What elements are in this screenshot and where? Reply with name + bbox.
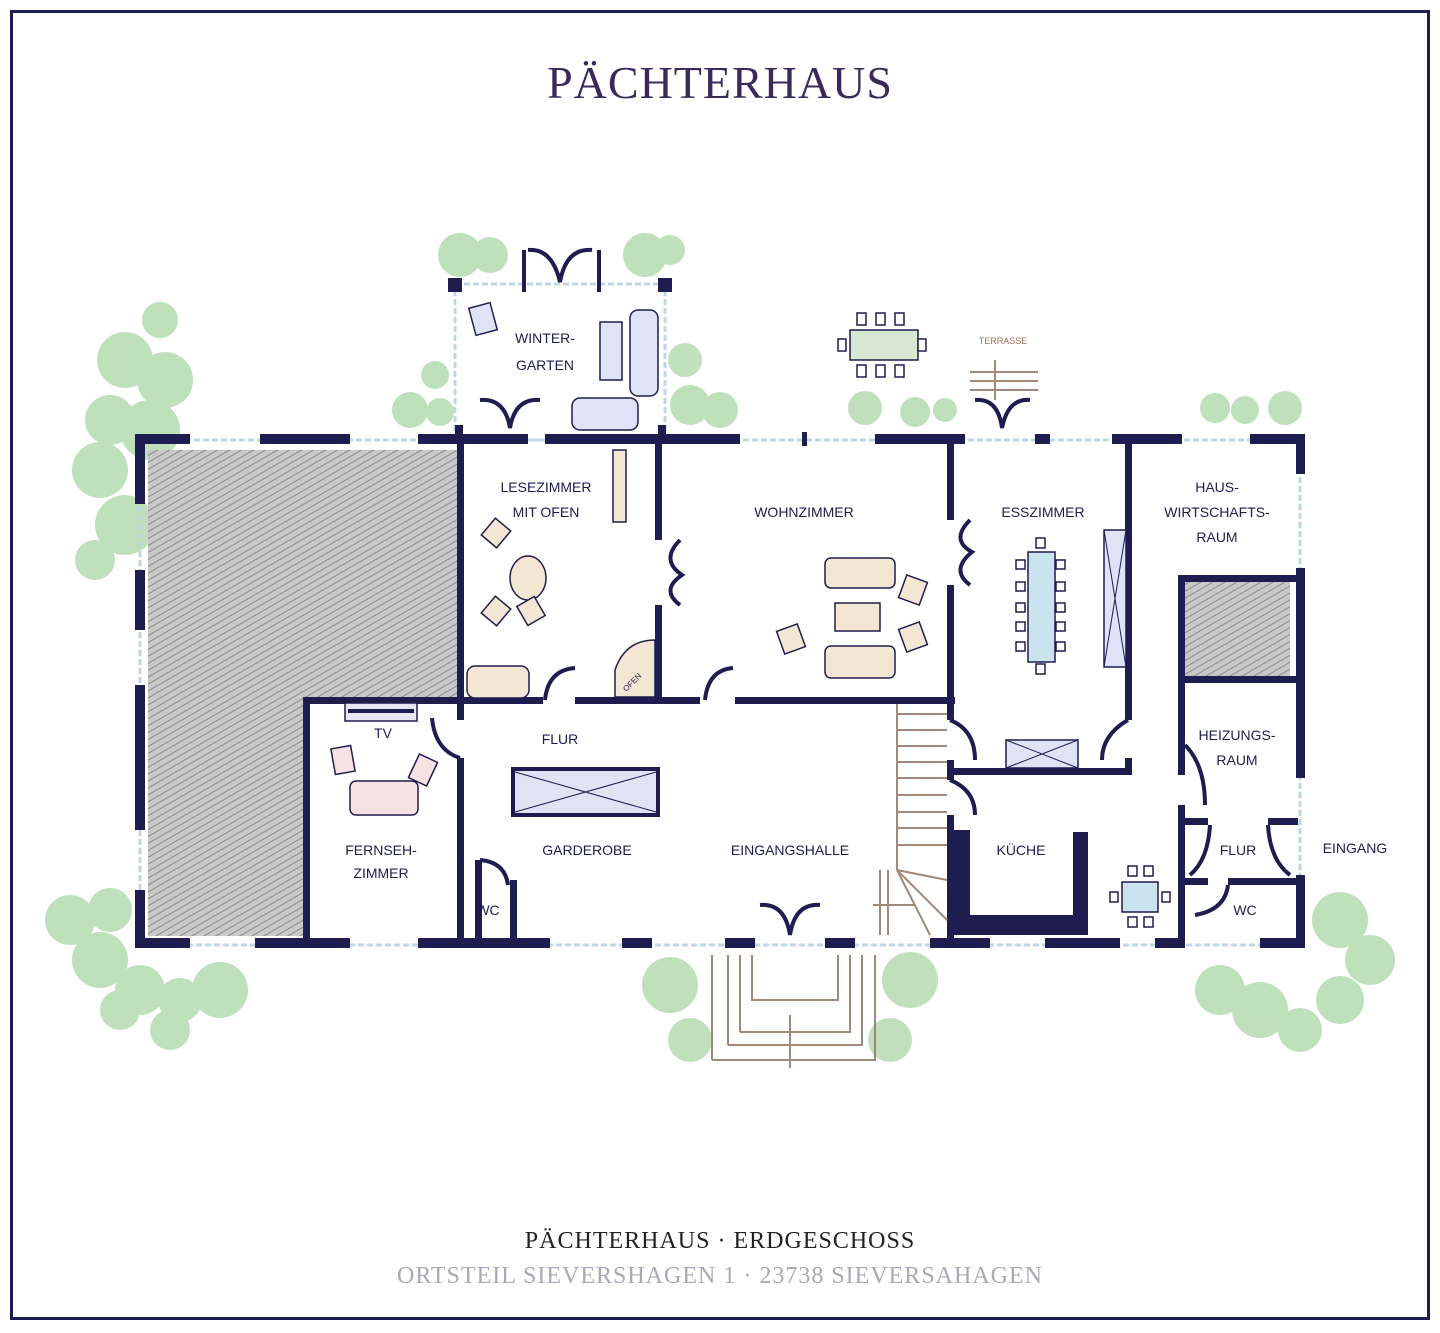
label-wintergarten: WINTER-	[515, 330, 575, 346]
label-fernsehzimmer: FERNSEH-	[345, 842, 417, 858]
label-wohnzimmer: WOHNZIMMER	[754, 504, 854, 520]
label-terrasse: TERRASSE	[979, 336, 1028, 346]
hatched-area-left-lower	[148, 698, 303, 936]
label-tv: TV	[374, 725, 393, 741]
label-flur: FLUR	[542, 731, 579, 747]
label-flur-right: FLUR	[1220, 842, 1257, 858]
hatched-area-left	[148, 450, 458, 698]
room-labels: WINTER- GARTEN LESEZIMMER MIT OFEN WOHNZ…	[345, 330, 1387, 918]
label-hauswirtschaftsraum: HAUS-	[1195, 479, 1239, 495]
label-lesezimmer-2: MIT OFEN	[513, 504, 580, 520]
label-esszimmer: ESSZIMMER	[1001, 504, 1084, 520]
label-heizungsraum: HEIZUNGS-	[1199, 727, 1276, 743]
footer-title: PÄCHTERHAUS · ERDGESCHOSS	[524, 1228, 916, 1254]
label-kueche: KÜCHE	[996, 841, 1045, 858]
label-hauswirtschaftsraum-3: RAUM	[1196, 529, 1237, 545]
walls	[135, 250, 1305, 948]
label-garderobe: GARDEROBE	[542, 842, 631, 858]
label-eingang: EINGANG	[1323, 840, 1388, 856]
label-fernsehzimmer-2: ZIMMER	[353, 865, 408, 881]
label-eingangshalle: EINGANGSHALLE	[731, 842, 849, 858]
page-title: PÄCHTERHAUS	[547, 57, 893, 108]
label-hauswirtschaftsraum-2: WIRTSCHAFTS-	[1164, 504, 1270, 520]
footer-address: ORTSTEIL SIEVERSHAGEN 1 · 23738 SIEVERSA…	[397, 1263, 1043, 1289]
label-wc-left: WC	[476, 902, 499, 918]
furniture	[330, 301, 1159, 913]
trees	[45, 233, 1395, 1062]
label-heizungsraum-2: RAUM	[1216, 752, 1257, 768]
label-wintergarten-2: GARTEN	[516, 357, 574, 373]
hatched-area-right	[1182, 580, 1290, 678]
stairs	[711, 360, 1038, 1068]
cross-marks	[348, 529, 1127, 813]
door-swings	[430, 247, 1292, 936]
page-frame	[10, 10, 1430, 1320]
label-lesezimmer: LESEZIMMER	[500, 479, 591, 495]
label-wc-right: WC	[1233, 902, 1256, 918]
chairs	[837, 312, 1171, 928]
